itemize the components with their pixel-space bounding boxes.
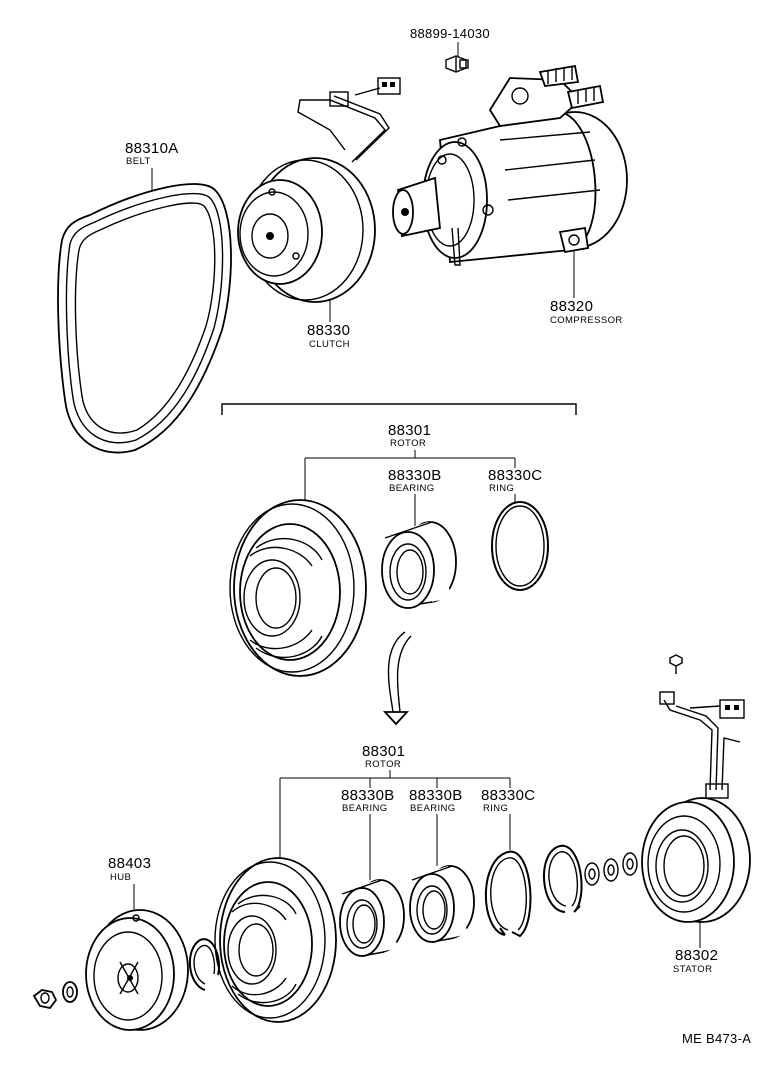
compressor-name: COMPRESSOR [550, 315, 623, 326]
compressor-drawing [392, 64, 628, 266]
part-compressor[interactable]: 88320 COMPRESSOR [392, 64, 628, 326]
washers-lower [584, 852, 638, 886]
nut-and-washer [32, 981, 78, 1009]
hub-number: 88403 [108, 855, 151, 872]
assembly-arrow [382, 631, 412, 726]
ring-lower-drawing [484, 850, 532, 938]
bearing-lower-1-name: BEARING [342, 803, 388, 814]
bearing-lower-2-name: BEARING [410, 803, 456, 814]
part-ring-lower[interactable]: 88330C RING [481, 778, 535, 938]
bearing-lower-2-drawing [409, 865, 475, 943]
part-bolt-top[interactable]: 88899-14030 [410, 26, 490, 73]
ring-lower-name: RING [483, 803, 508, 814]
rotor-lower-number: 88301 [362, 743, 405, 760]
part-bearing-lower-1[interactable]: 88330B BEARING [339, 778, 405, 957]
ring-lower-number: 88330C [481, 787, 535, 804]
rotor-upper-number: 88301 [388, 422, 431, 439]
clutch-drawing [237, 77, 401, 303]
part-bearing-upper[interactable]: 88330B BEARING [381, 467, 457, 609]
rotor-upper-name: ROTOR [390, 438, 426, 449]
hub-name: HUB [110, 872, 131, 883]
stator-drawing [641, 654, 751, 923]
part-hub[interactable]: 88403 HUB [85, 855, 189, 1031]
bearing-lower-2-number: 88330B [409, 787, 463, 804]
rotor-lower-drawing [214, 857, 337, 1023]
stator-number: 88302 [675, 947, 718, 964]
bearing-upper-name: BEARING [389, 483, 435, 494]
clutch-number: 88330 [307, 322, 350, 339]
part-snap-ring [542, 844, 583, 913]
part-bearing-lower-2[interactable]: 88330B BEARING [409, 778, 475, 943]
rotor-upper-drawing [229, 499, 367, 677]
rotor-lower-name: ROTOR [365, 759, 401, 770]
part-ring-upper[interactable]: 88330C RING [488, 458, 549, 591]
part-hub-spacer [188, 938, 220, 991]
bearing-lower-1-number: 88330B [341, 787, 395, 804]
ring-upper-name: RING [489, 483, 514, 494]
compressor-number: 88320 [550, 298, 593, 315]
hub-drawing [85, 909, 189, 1031]
belt-drawing [57, 183, 232, 454]
part-stator[interactable]: 88302 STATOR [641, 654, 751, 975]
stator-name: STATOR [673, 964, 712, 975]
ring-upper-number: 88330C [488, 467, 542, 484]
part-rotor-lower[interactable]: 88301 ROTOR [214, 743, 510, 1023]
belt-number: 88310A [125, 140, 179, 157]
belt-name: BELT [126, 156, 151, 167]
upper-exploded-bracket [221, 403, 577, 415]
part-clutch[interactable]: 88330 CLUTCH [237, 77, 401, 350]
bolt-top-drawing [445, 55, 469, 73]
bearing-lower-1-drawing [339, 879, 405, 957]
part-belt[interactable]: 88310A BELT [57, 140, 232, 454]
bearing-upper-drawing [381, 521, 457, 609]
diagram-code: ME B473-A [682, 1031, 751, 1046]
clutch-name: CLUTCH [309, 339, 350, 350]
bearing-upper-number: 88330B [388, 467, 442, 484]
ring-upper-drawing [491, 501, 549, 591]
bolt-top-number: 88899-14030 [410, 26, 490, 41]
part-rotor-upper[interactable]: 88301 ROTOR [229, 422, 515, 677]
